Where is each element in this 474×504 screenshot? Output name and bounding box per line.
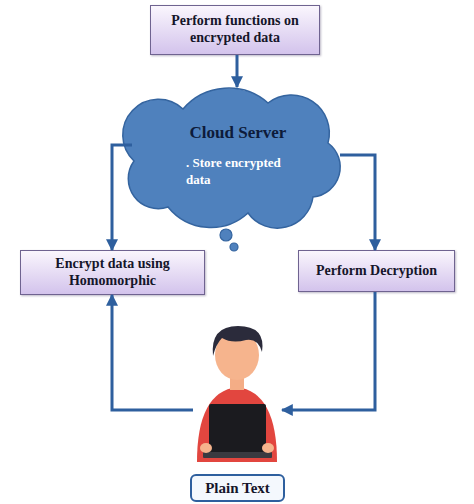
box-label: Perform Decryption: [316, 263, 437, 280]
cloud-title: Cloud Server: [158, 123, 318, 143]
process-box: Encrypt data using Homomorphic: [20, 250, 205, 295]
cloud-bubble: [230, 243, 238, 251]
person-hair: [213, 326, 263, 356]
person-hand: [262, 443, 274, 453]
cloud-bubble: [220, 229, 232, 241]
box-label: Perform functions on encrypted data: [159, 13, 311, 47]
flow-arrow: [112, 295, 193, 410]
laptop-base: [203, 452, 272, 458]
cloud-body: [123, 88, 340, 228]
process-box: Perform Decryption: [298, 250, 455, 292]
laptop-screen: [209, 404, 266, 454]
box-label: Encrypt data using Homomorphic: [29, 256, 196, 290]
process-box: Perform functions on encrypted data: [150, 5, 320, 55]
person-body: [197, 387, 277, 462]
cloud-server: Cloud Server . Store encrypted data: [128, 85, 346, 253]
flow-arrow: [340, 155, 375, 250]
user-terminal: Plain Text: [193, 325, 282, 502]
plain-text-label: Plain Text: [190, 474, 285, 502]
cloud-note: . Store encrypted data: [186, 155, 298, 189]
person-hand: [200, 443, 212, 453]
flow-arrow: [282, 292, 375, 410]
flow-arrow: [112, 145, 132, 250]
flow-arrow: [236, 55, 239, 87]
